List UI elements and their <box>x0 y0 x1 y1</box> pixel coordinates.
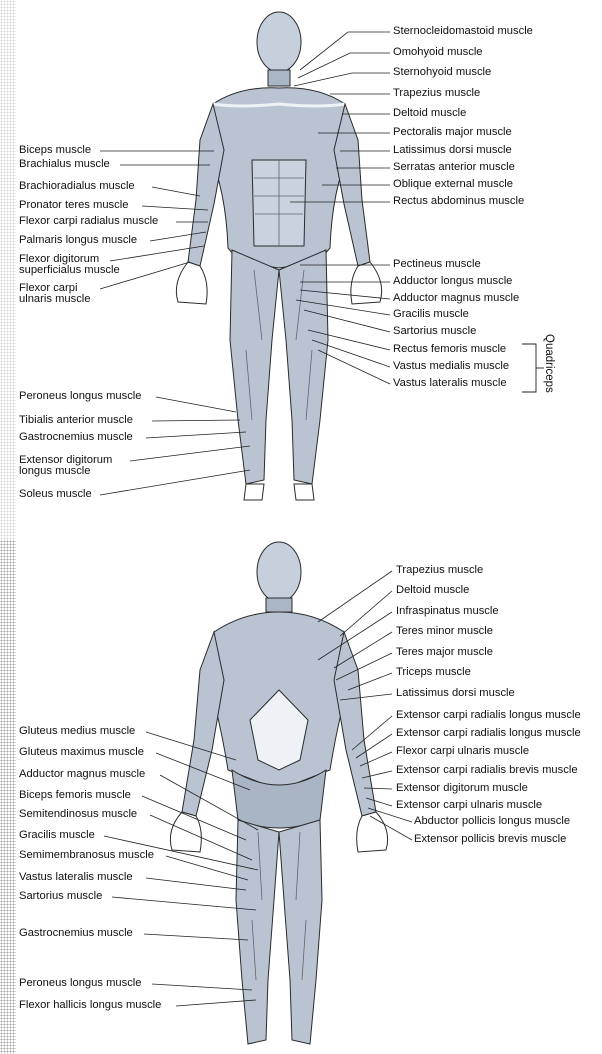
label-gracilis-back: Gracilis muscle <box>19 830 95 841</box>
label-triceps: Triceps muscle <box>396 667 471 678</box>
label-brachioradialus: Brachioradialus muscle <box>19 181 135 192</box>
label-palmaris-longus: Palmaris longus muscle <box>19 235 137 246</box>
label-gastrocnemius-back: Gastrocnemius muscle <box>19 928 133 939</box>
label-rectus-abdominus: Rectus abdominus muscle <box>393 196 524 207</box>
label-extensor-pollicis-brevis: Extensor pollicis brevis muscle <box>414 834 566 845</box>
label-extensor-carpi-radialis-brevis: Extensor carpi radialis brevis muscle <box>396 765 578 776</box>
quadriceps-bracket <box>522 344 544 392</box>
label-vastus-medialis: Vastus medialis muscle <box>393 361 509 372</box>
front-right-leg <box>230 250 279 484</box>
label-latissimus-front: Latissimus dorsi muscle <box>393 145 512 156</box>
label-deltoid-front: Deltoid muscle <box>393 108 466 119</box>
front-right-hand <box>176 262 207 304</box>
label-sartorius-back: Sartorius muscle <box>19 891 102 902</box>
label-extensor-carpi-radialis-longus-2: Extensor carpi radialis longus muscle <box>396 728 581 739</box>
label-gluteus-maximus: Gluteus maximus muscle <box>19 747 144 758</box>
label-sternocleidomastoid: Sternocleidomastoid muscle <box>393 26 533 37</box>
label-gastrocnemius-front: Gastrocnemius muscle <box>19 432 133 443</box>
label-flexor-hallicis-longus: Flexor hallicis longus muscle <box>19 1000 161 1011</box>
label-gluteus-medius: Gluteus medius muscle <box>19 726 135 737</box>
label-biceps-femoris: Biceps femoris muscle <box>19 790 131 801</box>
label-pectineus: Pectineus muscle <box>393 259 481 270</box>
label-teres-major: Teres major muscle <box>396 647 493 658</box>
label-brachialus: Brachialus muscle <box>19 159 110 170</box>
label-oblique-external: Oblique external muscle <box>393 179 513 190</box>
back-left-leg <box>279 820 322 1044</box>
front-neck <box>268 70 290 86</box>
label-abductor-pollicis-longus: Abductor pollicis longus muscle <box>414 816 570 827</box>
label-extensor-digitorum: Extensor digitorum muscle <box>396 783 528 794</box>
label-adductor-longus: Adductor longus muscle <box>393 276 512 287</box>
label-adductor-magnus-front: Adductor magnus muscle <box>393 293 519 304</box>
front-view-figure <box>176 12 381 500</box>
label-serratas-anterior: Serratas anterior muscle <box>393 162 515 173</box>
back-head <box>257 542 301 602</box>
label-adductor-magnus-back: Adductor magnus muscle <box>19 769 145 780</box>
label-sternohyoid: Sternohyoid muscle <box>393 67 491 78</box>
label-deltoid-back: Deltoid muscle <box>396 585 469 596</box>
back-right-arm <box>182 632 224 816</box>
label-biceps: Biceps muscle <box>19 145 91 156</box>
front-right-arm <box>188 104 224 266</box>
label-infraspinatus: Infraspinatus muscle <box>396 606 499 617</box>
label-trapezius-front: Trapezius muscle <box>393 88 480 99</box>
front-head <box>257 12 301 72</box>
label-soleus: Soleus muscle <box>19 489 92 500</box>
label-flexor-carpi-radialus: Flexor carpi radialus muscle <box>19 216 158 227</box>
label-flexor-carpi-ulnaris-front: Flexor carpi ulnaris muscle <box>19 283 99 305</box>
label-teres-minor: Teres minor muscle <box>396 626 493 637</box>
back-right-leg <box>236 820 279 1044</box>
label-omohyoid: Omohyoid muscle <box>393 47 483 58</box>
label-flexor-carpi-ulnaris-back: Flexor carpi ulnaris muscle <box>396 746 529 757</box>
label-peroneus-longus-back: Peroneus longus muscle <box>19 978 142 989</box>
back-view-figure <box>170 542 387 1044</box>
label-extensor-digitorum-longus: Extensor digitorum longus muscle <box>19 455 131 477</box>
label-extensor-carpi-radialis-longus-1: Extensor carpi radialis longus muscle <box>396 710 581 721</box>
label-vastus-lateralis-back: Vastus lateralis muscle <box>19 872 133 883</box>
label-rectus-femoris: Rectus femoris muscle <box>393 344 506 355</box>
label-sartorius-front: Sartorius muscle <box>393 326 476 337</box>
label-extensor-carpi-ulnaris: Extensor carpi ulnaris muscle <box>396 800 542 811</box>
label-peroneus-longus-front: Peroneus longus muscle <box>19 391 142 402</box>
front-left-leg <box>279 250 328 484</box>
label-trapezius-back: Trapezius muscle <box>396 565 483 576</box>
label-latissimus-back: Latissimus dorsi muscle <box>396 688 515 699</box>
label-quadriceps: Quadriceps <box>543 334 555 393</box>
label-pronator-teres: Pronator teres muscle <box>19 200 128 211</box>
label-tibialis-anterior: Tibialis anterior muscle <box>19 415 133 426</box>
label-gracilis-front: Gracilis muscle <box>393 309 469 320</box>
label-flexor-digitorum-superficialus: Flexor digitorum superficialus muscle <box>19 254 129 276</box>
label-vastus-lateralis-front: Vastus lateralis muscle <box>393 378 507 389</box>
label-semitendinosus: Semitendinosus muscle <box>19 809 137 820</box>
label-semimembranosus: Semimembranosus muscle <box>19 850 154 861</box>
label-pectoralis-major: Pectoralis major muscle <box>393 127 512 138</box>
